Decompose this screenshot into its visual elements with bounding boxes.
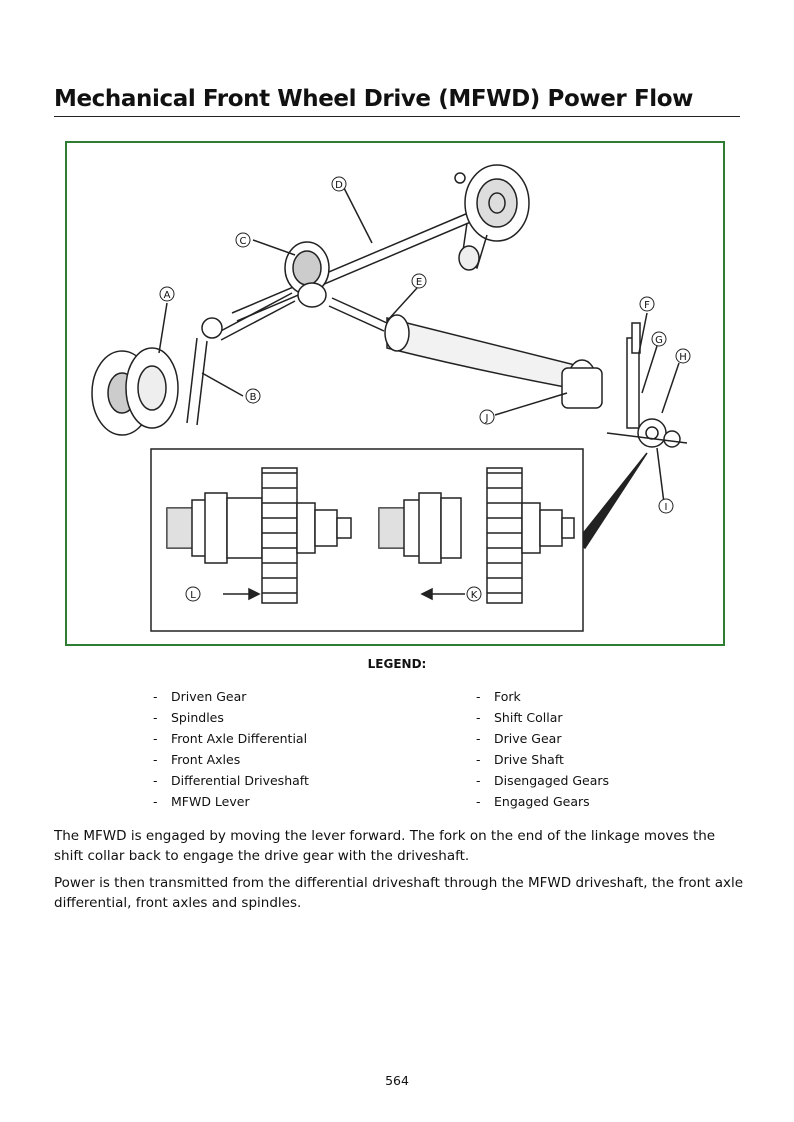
legend-bullet: - — [153, 731, 158, 746]
legend-item: -Differential Driveshaft — [153, 770, 309, 791]
inset-gear-engaged — [378, 467, 575, 604]
callout-j-label: J — [485, 413, 489, 424]
callout-b: B — [245, 388, 261, 404]
legend-bullet: - — [476, 794, 481, 809]
legend-label: Front Axle Differential — [171, 731, 308, 746]
callout-c-label: C — [240, 236, 247, 247]
callout-d-label: D — [335, 180, 343, 191]
legend-label: Differential Driveshaft — [171, 773, 309, 788]
legend-bullet: - — [153, 773, 158, 788]
legend-item: -MFWD Lever — [153, 791, 309, 812]
mfwd-diagram: A B C D E F G H I J — [65, 141, 725, 646]
callout-d: D — [331, 176, 347, 192]
legend-label: Drive Shaft — [494, 752, 564, 767]
legend-label: Engaged Gears — [494, 794, 590, 809]
callout-a: A — [159, 286, 175, 302]
driveshaft-d — [231, 204, 488, 314]
legend-label: Shift Collar — [494, 710, 563, 725]
legend-bullet: - — [476, 689, 481, 704]
right-differential — [454, 164, 530, 271]
legend-title: LEGEND: — [367, 657, 427, 671]
legend-item: -Engaged Gears — [476, 791, 609, 812]
callout-f: F — [639, 296, 655, 312]
legend-label: Spindles — [171, 710, 224, 725]
callout-j: J — [479, 409, 495, 425]
legend-right-column: -Fork -Shift Collar -Drive Gear -Drive S… — [476, 686, 609, 812]
callout-h-label: H — [679, 352, 687, 363]
legend-bullet: - — [476, 710, 481, 725]
callout-c: C — [235, 232, 251, 248]
inset-gear-disengaged — [166, 467, 352, 604]
callout-b-label: B — [250, 392, 257, 403]
legend-item: -Shift Collar — [476, 707, 609, 728]
callout-a-label: A — [164, 290, 171, 301]
legend-label: Driven Gear — [171, 689, 247, 704]
callout-e-label: E — [416, 277, 422, 288]
mfwd-drawing: A B C D E F G H I J — [91, 164, 691, 632]
legend-label: Disengaged Gears — [494, 773, 610, 788]
callout-h: H — [675, 348, 691, 364]
legend-bullet: - — [476, 752, 481, 767]
legend-bullet: - — [476, 773, 481, 788]
legend-bullet: - — [153, 710, 158, 725]
legend-label: Drive Gear — [494, 731, 562, 746]
legend-item: -Drive Shaft — [476, 749, 609, 770]
legend-bullet: - — [153, 689, 158, 704]
differential-driveshaft — [331, 297, 388, 324]
gear-inset — [150, 448, 584, 632]
callout-e: E — [411, 273, 427, 289]
legend-left-column: -Driven Gear -Spindles -Front Axle Diffe… — [153, 686, 309, 812]
callout-k: K — [466, 586, 482, 602]
front-axle-differential — [284, 241, 330, 308]
left-hub — [91, 317, 223, 436]
legend-bullet: - — [476, 731, 481, 746]
legend-bullet: - — [153, 752, 158, 767]
callout-i-label: I — [665, 502, 668, 513]
body-paragraph-engagement: The MFWD is engaged by moving the lever … — [54, 828, 716, 864]
legend-label: Front Axles — [171, 752, 241, 767]
legend-bullet: - — [153, 794, 158, 809]
legend-label: MFWD Lever — [171, 794, 250, 809]
legend-item: -Front Axle Differential — [153, 728, 309, 749]
callout-f-label: F — [644, 300, 650, 311]
legend-item: -Disengaged Gears — [476, 770, 609, 791]
body-paragraph-power-flow: Power is then transmitted from the diffe… — [54, 875, 744, 911]
callout-g-label: G — [655, 335, 663, 346]
mfwd-lever — [626, 322, 641, 429]
page-number: 564 — [385, 1073, 409, 1088]
legend-item: -Front Axles — [153, 749, 309, 770]
callout-l: L — [185, 586, 201, 602]
callout-g: G — [651, 331, 667, 347]
legend-item: -Spindles — [153, 707, 309, 728]
legend-item: -Driven Gear — [153, 686, 309, 707]
legend-item: -Drive Gear — [476, 728, 609, 749]
callout-k-label: K — [471, 590, 478, 601]
legend-label: Fork — [494, 689, 521, 704]
callout-l-label: L — [190, 590, 196, 601]
page-title: Mechanical Front Wheel Drive (MFWD) Powe… — [54, 86, 740, 117]
legend-item: -Fork — [476, 686, 609, 707]
gear-cluster — [606, 418, 688, 448]
callout-i: I — [658, 498, 674, 514]
